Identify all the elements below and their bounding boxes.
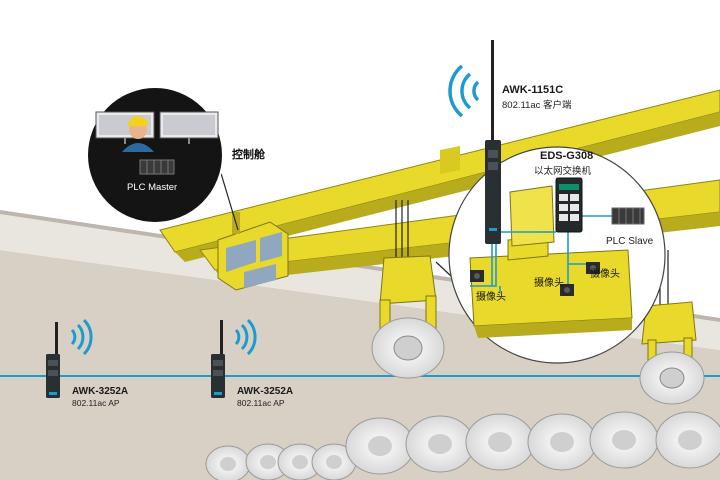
wifi-icon xyxy=(234,318,257,356)
plc-icon xyxy=(139,159,175,175)
camera-label-2: 摄像头 xyxy=(534,278,564,289)
plc-icon xyxy=(611,207,645,225)
operator-icon xyxy=(122,116,154,152)
ap-right-model: AWK-3252A xyxy=(237,386,294,397)
wifi-icon xyxy=(70,318,93,356)
awk-1151c-device xyxy=(485,40,501,286)
paper-rolls-floor xyxy=(205,411,720,480)
eds-g308-switch xyxy=(555,177,583,233)
ap-right-device xyxy=(211,320,225,398)
camera-icon xyxy=(586,262,600,274)
eds-g308-model: EDS-G308 xyxy=(540,150,594,162)
hoist-left xyxy=(379,200,437,331)
ap-right-desc: 802.11ac AP xyxy=(237,398,285,408)
wifi-icon xyxy=(448,64,480,118)
ap-left-model: AWK-3252A xyxy=(72,386,129,397)
camera-label-3: 摄像头 xyxy=(590,269,620,280)
ap-left-device xyxy=(46,322,60,398)
trolley-zoom-bubble xyxy=(448,146,666,364)
plc-master-label: PLC Master xyxy=(127,182,178,193)
awk-1151c-model: AWK-1151C xyxy=(502,84,564,96)
control-cabin-bubble xyxy=(86,86,224,224)
awk-1151c-desc: 802.11ac 客户端 xyxy=(502,100,572,111)
paper-roll-icon xyxy=(371,317,445,379)
camera-icon xyxy=(470,270,484,282)
monitor-icon xyxy=(159,111,219,144)
plc-slave-label: PLC Slave xyxy=(606,236,654,247)
camera-label-1: 摄像头 xyxy=(476,292,506,303)
operator-cabin xyxy=(217,212,289,291)
camera-icon xyxy=(560,284,574,296)
eds-g308-desc: 以太网交换机 xyxy=(534,166,592,177)
control-cabin-label: 控制舱 xyxy=(232,149,265,161)
paper-roll-icon xyxy=(639,351,705,405)
ap-left-desc: 802.11ac AP xyxy=(72,398,120,408)
